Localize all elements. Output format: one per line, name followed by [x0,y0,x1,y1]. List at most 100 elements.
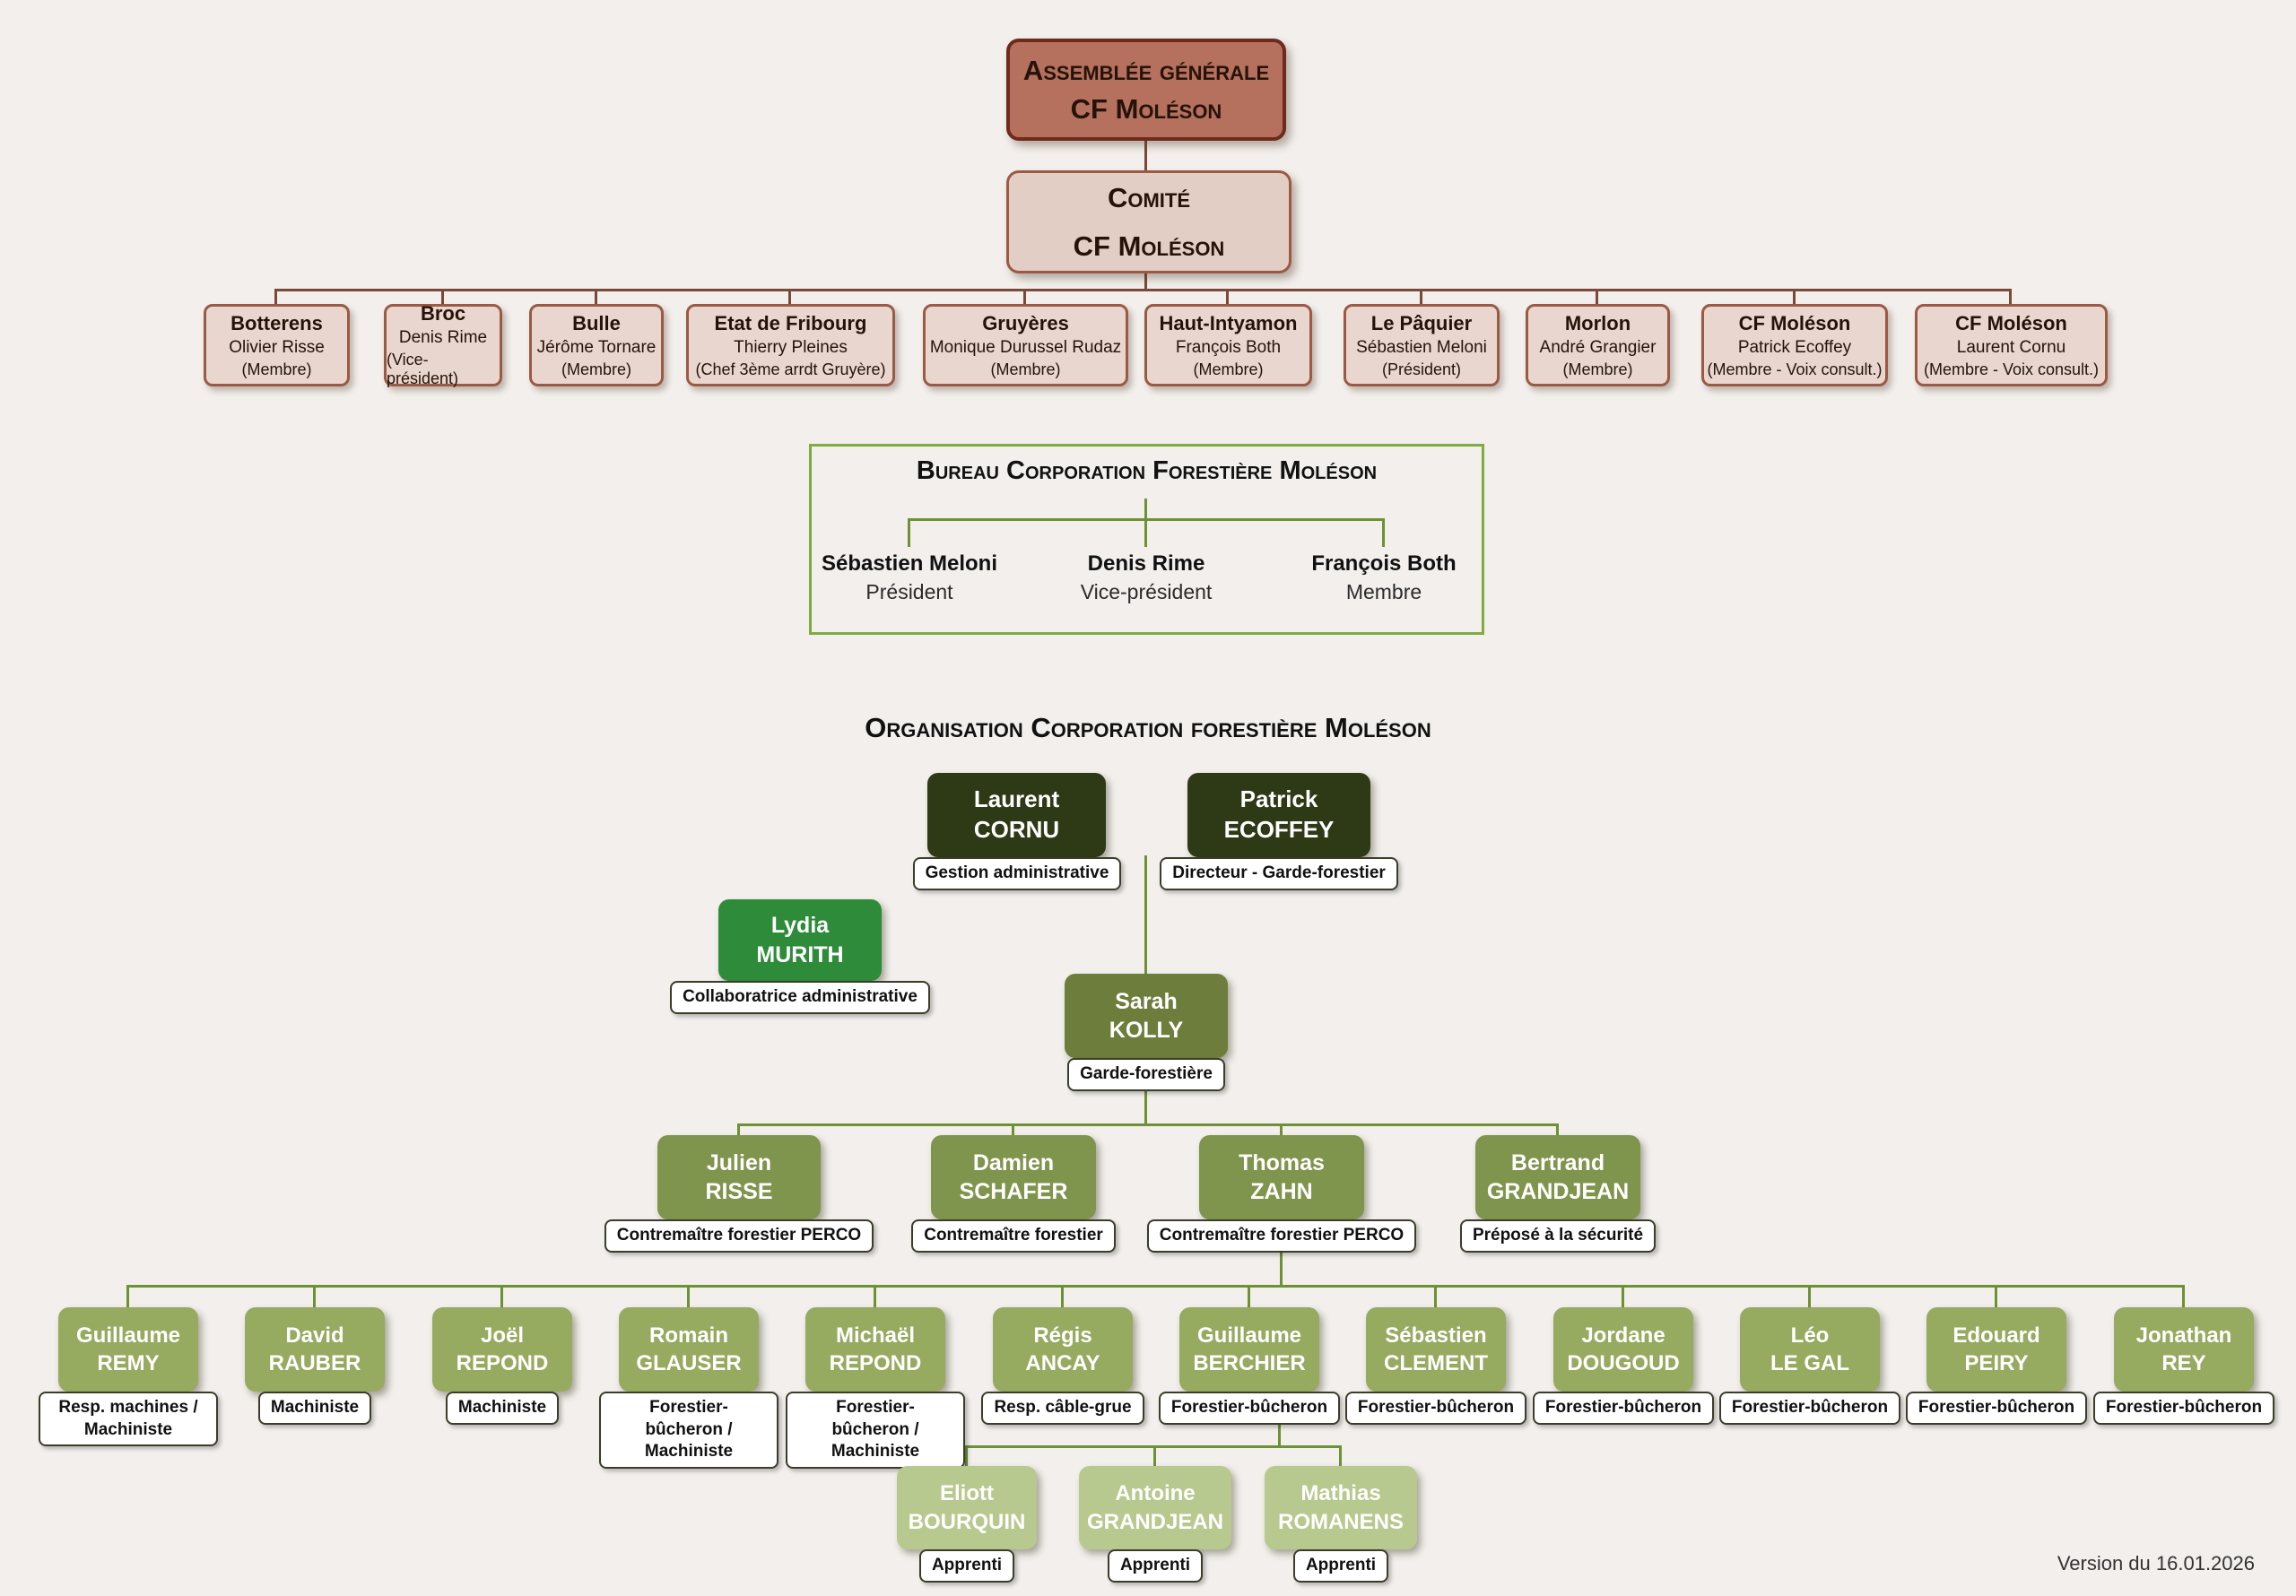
role-badge: Forestier-bûcheron [1532,1392,1715,1425]
person-first-name: Damien [972,1149,1055,1175]
connector-v [1434,1285,1437,1307]
role-badge-wrap: Forestier-bûcheron [1889,1392,2104,1425]
member-role: (Membre) [1193,360,1264,378]
role-badge-wrap: Apprenti [1048,1549,1263,1583]
role-badge-wrap: Resp. câble-grue [955,1392,1170,1425]
person-first-name: Julien [706,1149,772,1175]
role-badge: Gestion administrative [912,857,1122,890]
bureau-title: Bureau Corporation Forestière Moléson [916,456,1378,485]
connector-v [1153,1445,1156,1466]
person-last-name: GLAUSER [636,1351,742,1375]
role-badge: Forestier-bûcheron [1344,1392,1527,1425]
connector-v [1280,1123,1283,1135]
role-badge-wrap: Garde-forestière [1039,1058,1254,1091]
commune-label: Morlon [1564,311,1631,334]
person-box-bertrand-grandjean: Bertrand GRANDJEAN [1475,1135,1640,1219]
role-badge: Machiniste [257,1392,372,1425]
connector-v [595,289,597,304]
member-role: (Membre - Voix consult.) [1707,360,1883,378]
connector-v [274,289,277,304]
person-first-name: Antoine [1115,1481,1196,1506]
member-role: (Vice-président) [387,351,459,387]
person-box-guillaume-berchier: Guillaume BERCHIER [1179,1307,1319,1392]
role-badge: Forestier-bûcheron / Machiniste [599,1392,778,1470]
role-badge: Machiniste [445,1392,560,1425]
person-box-mathias-romanens: Mathias ROMANENS [1265,1466,1417,1549]
person-last-name: ECOFFEY [1223,816,1335,843]
person-first-name: Sarah [1115,988,1178,1014]
connector-v [313,1285,316,1307]
committee-box-morlon: Morlon André Grangier (Membre) [1526,304,1670,386]
member-role: (Président) [1381,360,1462,378]
connector-v [965,1445,968,1466]
role-badge-wrap: Gestion administrative [909,857,1125,890]
person-box-lydia-murith: Lydia MURITH [718,899,882,981]
role-badge-wrap: Contremaître forestier [906,1219,1121,1253]
person-first-name: Bertrand [1510,1149,1605,1175]
role-badge: Contremaître forestier PERCO [604,1219,874,1253]
connector-v [908,518,910,547]
committee-box-bulle: Bulle Jérôme Tornare (Membre) [529,304,664,386]
connector-v [1061,1285,1064,1307]
person-first-name: Patrick [1239,785,1318,813]
person-last-name: LE GAL [1770,1351,1849,1375]
bureau-member-vice-president: Denis Rime Vice-président [1030,551,1263,604]
commune-label: CF Moléson [1955,311,2067,334]
person-last-name: RISSE [705,1179,773,1204]
committee-box-le-paquier: Le Pâquier Sébastien Meloni (Président) [1344,304,1500,386]
person-last-name: CLEMENT [1384,1351,1488,1375]
member-name: Patrick Ecoffey [1737,337,1852,357]
person-box-eliott-bourquin: Eliott BOURQUIN [897,1466,1037,1549]
connector-v [1382,518,1385,547]
member-name: Monique Durussel Rudaz [929,337,1122,357]
person-last-name: DOUGOUD [1567,1351,1680,1375]
commune-label: Haut-Intyamon [1159,311,1298,334]
bureau-member-name: Sébastien Meloni [821,551,998,576]
committee-box-etat-de-fribourg: Etat de Fribourg Thierry Pleines (Chef 3… [686,304,895,386]
connector-v [1556,1123,1559,1135]
connector-v [1144,1087,1147,1123]
person-box-edouard-peiry: Edouard PEIRY [1926,1307,2066,1392]
role-badge: Apprenti [1107,1549,1204,1583]
person-first-name: Jonathan [2135,1323,2232,1348]
committee-box-cf-moleson-ecoffey: CF Moléson Patrick Ecoffey (Membre - Voi… [1701,304,1888,386]
comite-title-line1: Comité [1107,182,1191,214]
role-badge-wrap: Apprenti [1233,1549,1448,1583]
connector-v [1144,273,1147,289]
role-badge: Forestier-bûcheron / Machiniste [786,1392,965,1470]
role-badge-wrap: Resp. machines / Machiniste [21,1392,236,1447]
member-name: Laurent Cornu [1956,337,2066,357]
commune-label: CF Moléson [1738,311,1851,334]
member-name: Sébastien Meloni [1356,337,1487,357]
person-first-name: Sébastien [1385,1323,1487,1348]
connector-v [1995,1285,1997,1307]
person-first-name: Laurent [973,785,1060,813]
connector-v [1144,141,1147,170]
connector-v [1144,855,1147,974]
person-first-name: Romain [648,1323,728,1348]
person-first-name: Guillaume [75,1323,181,1348]
person-box-joel-repond: Joël REPOND [432,1307,572,1392]
person-box-patrick-ecoffey: Patrick ECOFFEY [1187,773,1370,857]
person-last-name: PEIRY [1964,1351,2029,1375]
comite-box: Comité CF Moléson [1006,170,1292,273]
connector-v [687,1285,690,1307]
connector-v [1339,1445,1342,1466]
person-last-name: ROMANENS [1277,1509,1404,1534]
commune-label: Bulle [572,311,621,334]
person-first-name: David [285,1323,344,1348]
person-last-name: SCHAFER [959,1179,1068,1204]
member-role: (Membre) [990,360,1061,378]
commune-label: Gruyères [982,311,1069,334]
person-box-michael-repond: Michaël REPOND [805,1307,945,1392]
person-last-name: KOLLY [1109,1018,1184,1043]
role-badge-wrap: Directeur - Garde-forestier [1160,857,1398,890]
role-badge: Resp. machines / Machiniste [39,1392,218,1447]
role-badge-wrap: Préposé à la sécurité [1450,1219,1665,1253]
person-last-name: REPOND [829,1351,922,1375]
person-last-name: BERCHIER [1193,1351,1306,1375]
connector-v [1012,1123,1014,1135]
role-badge: Forestier-bûcheron [1158,1392,1341,1425]
commune-label: Etat de Fribourg [714,311,867,334]
